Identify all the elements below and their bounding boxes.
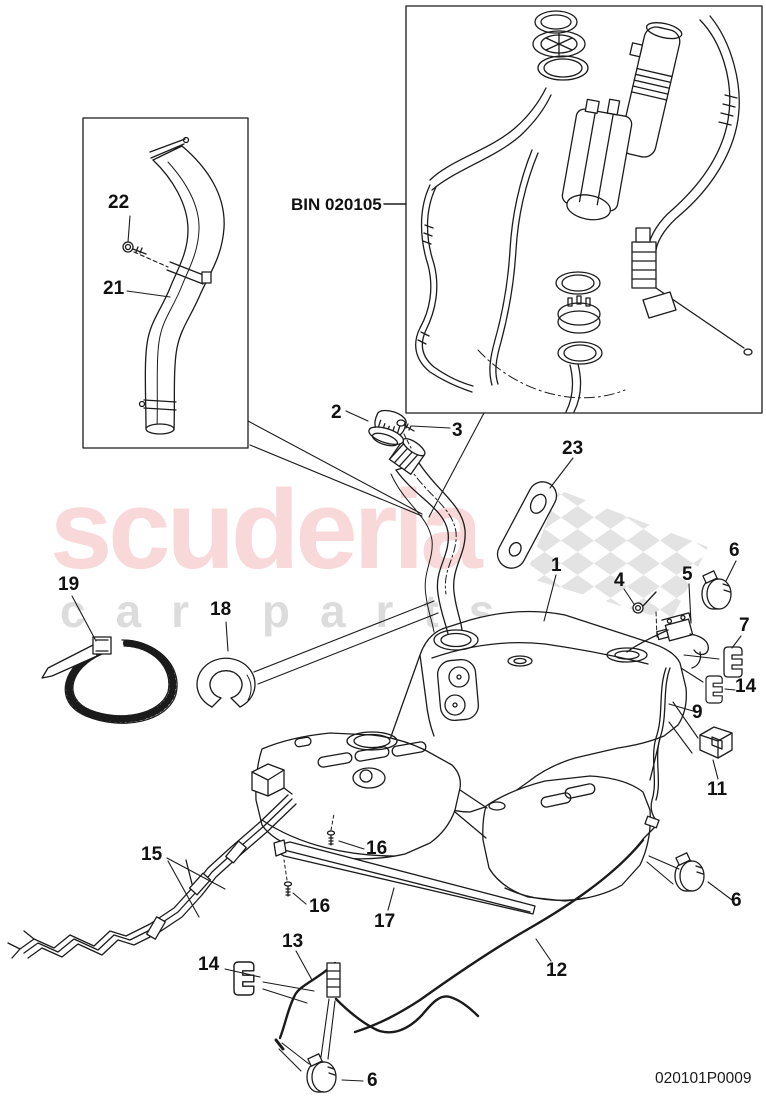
clip-14-right-drawing <box>705 675 723 704</box>
fuel-tank-drawing <box>251 610 687 902</box>
part-label-4: 4 <box>614 570 625 591</box>
part-label-12: 12 <box>546 960 568 981</box>
fuel-delivery-unit-box <box>405 5 763 414</box>
part-label-14-bottom: 14 <box>198 954 220 975</box>
filler-hose-box <box>82 117 249 449</box>
checkered-flag-watermark <box>525 490 708 621</box>
clamp-6-bottom-drawing <box>306 1053 337 1093</box>
bracket-11-drawing <box>699 726 733 759</box>
part-label-11: 11 <box>707 779 728 800</box>
part-label-5: 5 <box>682 564 693 585</box>
fuel-lines-15-drawing <box>7 787 297 959</box>
part-label-14-right: 14 <box>735 676 757 697</box>
part-label-22: 22 <box>108 192 130 213</box>
part-label-21: 21 <box>103 278 125 299</box>
part-label-18: 18 <box>210 599 232 620</box>
hose-13-fitting-drawing <box>326 962 341 998</box>
part-label-19: 19 <box>58 574 80 595</box>
cable-tie-19-drawing <box>41 636 178 724</box>
leader-lines <box>71 203 742 1082</box>
clip-7-drawing <box>723 646 743 678</box>
part-label-6-right: 6 <box>731 890 742 911</box>
clamp-6-right-drawing <box>674 852 705 892</box>
vent-valve-drawing <box>626 591 709 840</box>
grommet-18-drawing <box>196 657 256 708</box>
hose-12-drawing <box>353 838 645 1034</box>
rail-17-drawing <box>273 839 536 915</box>
part-label-9: 9 <box>692 702 703 723</box>
screw-3-drawing <box>396 419 415 449</box>
part-label-6-top: 6 <box>729 540 740 561</box>
part-label-16-upper: 16 <box>366 838 388 859</box>
watermark-tagline: car parts <box>60 585 525 637</box>
part-label-23: 23 <box>562 438 584 459</box>
filler-pipe-drawing <box>368 409 466 635</box>
hose-13-drawing <box>274 961 480 1051</box>
part-label-16-lower: 16 <box>309 896 331 917</box>
part-label-13: 13 <box>282 931 304 952</box>
part-label-6-bottom: 6 <box>367 1070 378 1091</box>
screw-16-upper-drawing <box>326 813 336 846</box>
clip-14-bottom-drawing <box>233 961 255 996</box>
part-label-2: 2 <box>331 402 342 423</box>
fuel-cap-drawing <box>368 409 407 447</box>
drawing-code: 020101P0009 <box>655 1070 752 1087</box>
clamp-6-top-drawing <box>701 570 732 610</box>
screw-16-lower-drawing <box>283 859 293 897</box>
part-label-3: 3 <box>452 420 463 441</box>
part-label-15: 15 <box>141 844 163 865</box>
strap-23-drawing <box>496 481 558 569</box>
part-label-17: 17 <box>374 911 396 932</box>
inset-ref-label: BIN 020105 <box>291 195 382 214</box>
watermark-brand: scuderia <box>50 467 483 592</box>
part-label-7: 7 <box>739 615 750 636</box>
part-label-1: 1 <box>551 555 562 576</box>
